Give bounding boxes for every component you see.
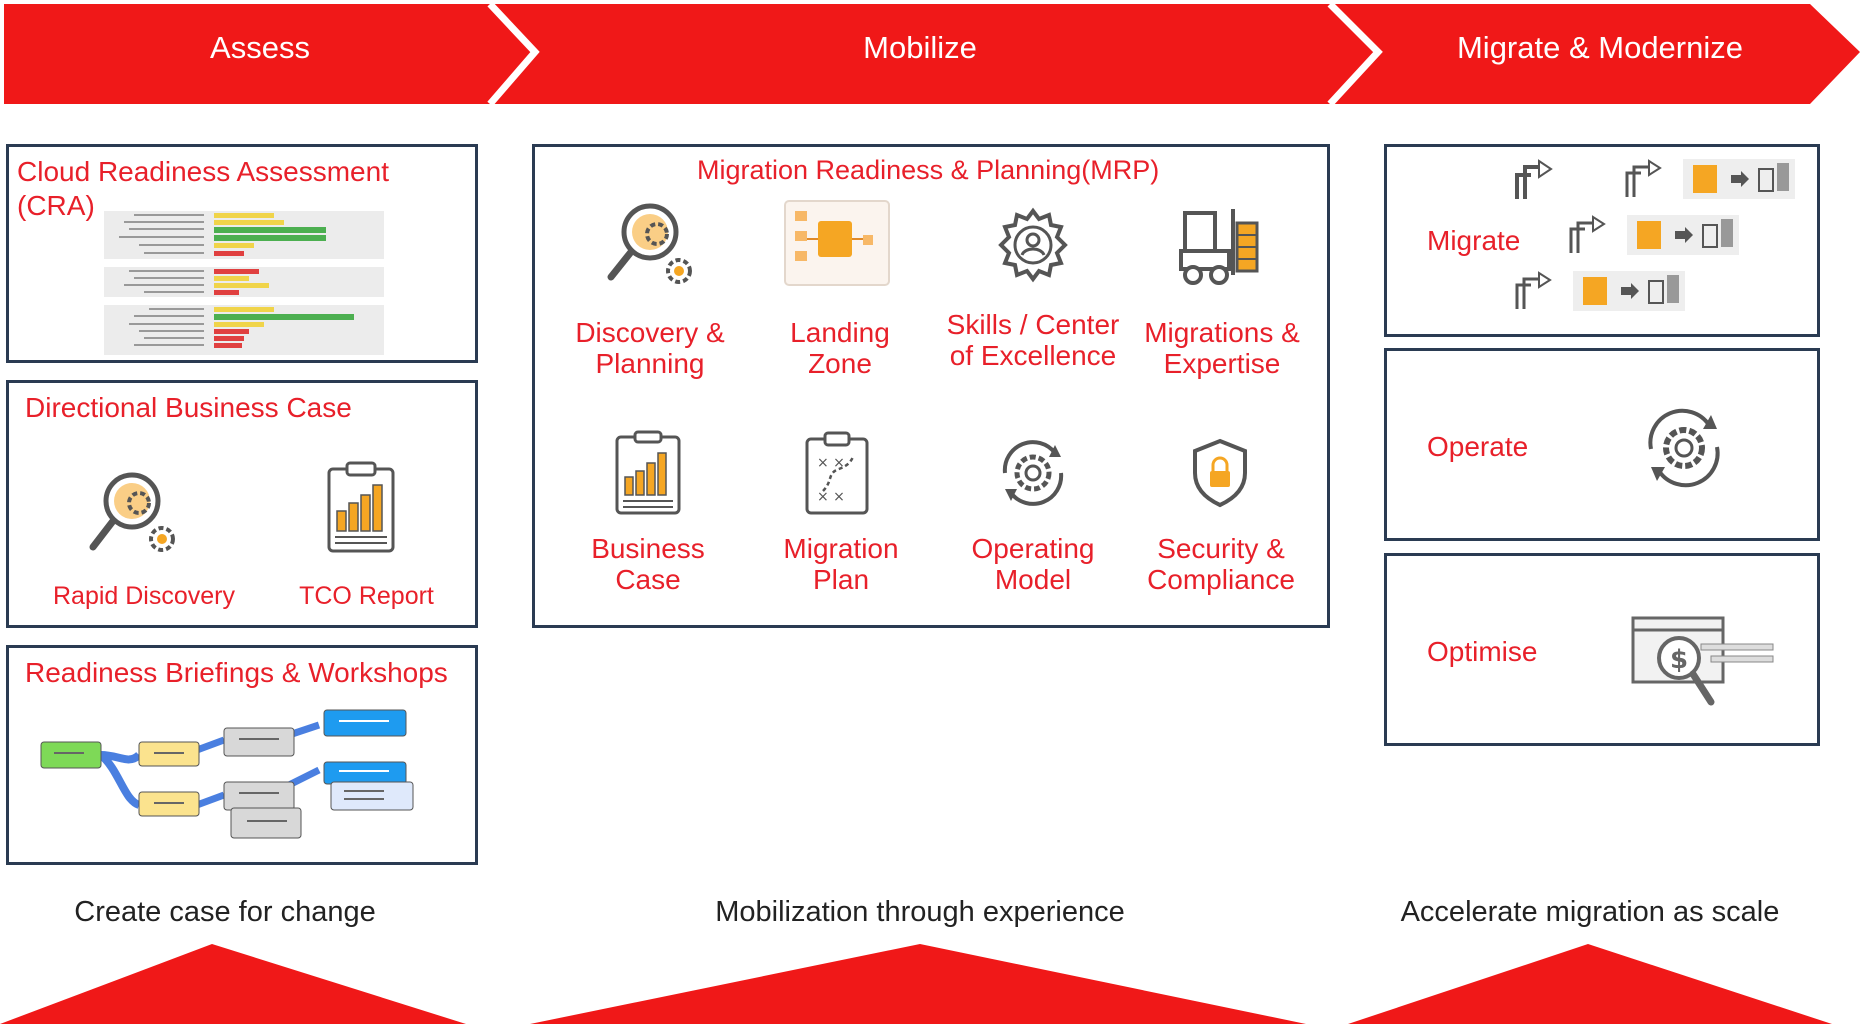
migrations-expertise-label: Migrations & Expertise (1144, 317, 1300, 379)
optimise-box: Optimise $ (1384, 553, 1820, 746)
modernize-triangle (1348, 944, 1832, 1024)
mobilize-chevron (490, 4, 1378, 104)
tco-report-icon (327, 461, 395, 553)
security-shield-icon (1193, 438, 1247, 508)
svg-text:× ×: × × (817, 489, 845, 505)
migration-waves-icon (1515, 159, 1553, 199)
cra-bar-chart-thumbnail (104, 211, 384, 355)
phase-label-assess: Assess (210, 30, 310, 65)
assess-chevron (4, 4, 535, 104)
landing-zone-icon (784, 200, 890, 286)
skills-coe-label: Skills / Center of Excellence (946, 309, 1120, 371)
business-case-label: Business Case (591, 533, 705, 595)
assess-triangle (0, 944, 466, 1024)
business-case-title: Directional Business Case (25, 392, 352, 423)
caption-assess: Create case for change (74, 896, 376, 928)
svg-text:$: $ (1670, 645, 1688, 675)
cra-title: Cloud Readiness Assessment (CRA) (17, 156, 389, 221)
security-compliance-label: Security & Compliance (1147, 533, 1295, 595)
operating-model-label: Operating Model (971, 533, 1095, 595)
briefings-box: Readiness Briefings & Workshops (6, 645, 478, 865)
mobilize-triangle (530, 944, 1306, 1024)
bottom-triangles (0, 944, 1832, 1024)
workshop-flow-diagram (40, 709, 414, 839)
migrate-chevron (1330, 4, 1860, 104)
operate-label: Operate (1427, 431, 1529, 462)
migration-plan-label: Migration Plan (783, 533, 899, 595)
wave-row-1 (1625, 159, 1795, 199)
discovery-planning-icon (607, 203, 692, 284)
phase-label-migrate: Migrate & Modernize (1456, 30, 1743, 65)
briefings-title: Readiness Briefings & Workshops (25, 657, 448, 688)
operate-gear-icon (1648, 408, 1720, 488)
mrp-box: Migration Readiness & Planning(MRP) (532, 144, 1330, 628)
tco-report-label: TCO Report (299, 582, 434, 610)
forklift-icon (1179, 209, 1259, 285)
mrp-title: Migration Readiness & Planning(MRP) (697, 155, 1160, 185)
skills-coe-icon (998, 207, 1068, 283)
discovery-planning-label: Discovery & Planning (575, 317, 725, 379)
phase-chevron-banner (4, 1, 1860, 107)
migration-plan-icon: × × × × (805, 431, 869, 515)
operating-model-icon (1002, 440, 1064, 506)
migrate-box: Migrate (1384, 144, 1820, 337)
wave-row-2 (1569, 215, 1739, 255)
cra-box: Cloud Readiness Assessment (CRA) (6, 144, 478, 363)
optimise-label: Optimise (1427, 636, 1538, 667)
svg-text:× ×: × × (817, 455, 845, 471)
caption-mobilize: Mobilization through experience (715, 896, 1125, 928)
wave-row-3 (1515, 271, 1685, 311)
phase-label-mobilize: Mobilize (863, 30, 977, 65)
landing-zone-label: Landing Zone (790, 317, 890, 379)
business-case-icon (615, 430, 681, 515)
migrate-label: Migrate (1427, 225, 1521, 256)
cost-optimise-icon: $ (1631, 616, 1774, 706)
caption-modernize: Accelerate migration as scale (1400, 896, 1780, 928)
rapid-discovery-icon (89, 472, 175, 552)
business-case-box: Directional Business Case Rapid Discover… (6, 380, 478, 628)
operate-box: Operate (1384, 348, 1820, 541)
rapid-discovery-label: Rapid Discovery (52, 582, 235, 610)
